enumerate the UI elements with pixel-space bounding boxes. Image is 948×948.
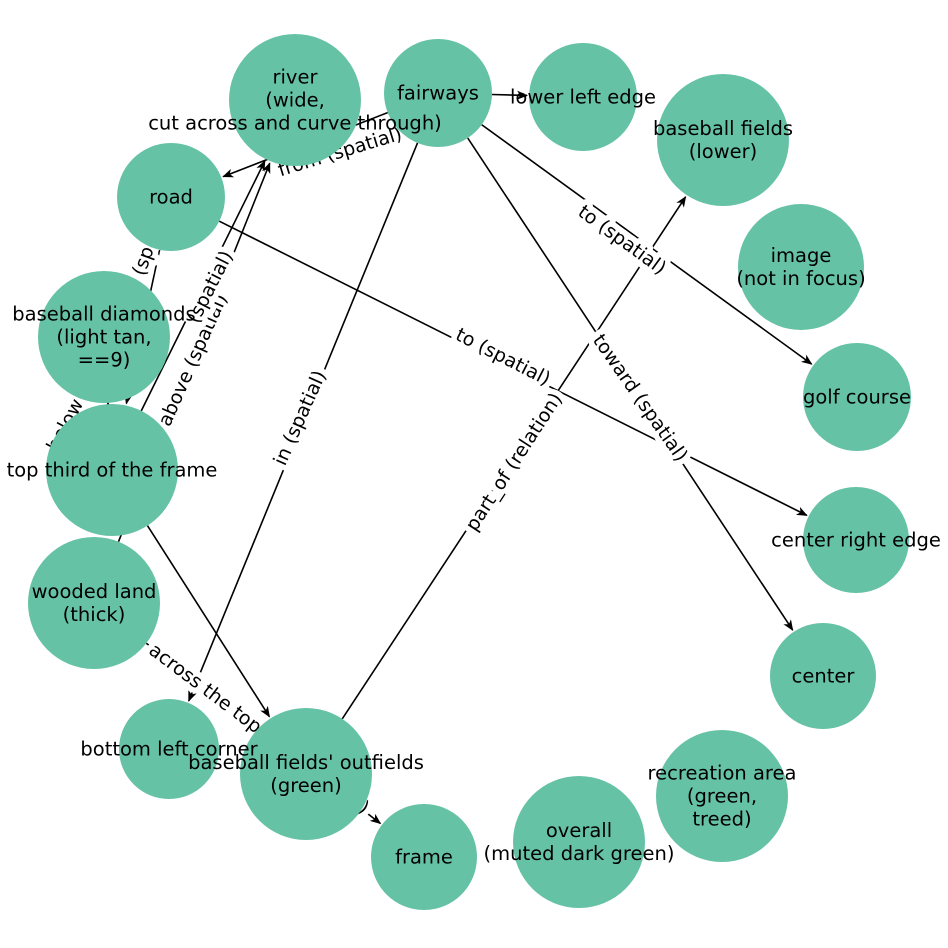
node-label-image: (not in focus) [736, 267, 865, 290]
node-river [229, 34, 361, 166]
node-label-baseball_fields_lower: (lower) [689, 140, 758, 163]
edge-label-outfields-baseball_fields_lower: part_of (relation) [461, 389, 567, 535]
node-label-lower_left_edge: lower left edge [510, 86, 656, 109]
node-center [770, 623, 876, 729]
node-label-baseball_diamonds: (light tan, [56, 326, 151, 349]
node-label-wooded_land: wooded land [32, 580, 157, 603]
node-bottom_left_corner [119, 699, 219, 799]
edge-fairways-center [467, 137, 794, 631]
node-recreation_area [656, 730, 788, 862]
edge-top_third-river [140, 160, 266, 412]
node-label-recreation_area: recreation area [648, 762, 797, 785]
node-lower_left_edge [529, 43, 637, 151]
node-label-baseball_fields_lower: baseball fields [653, 117, 793, 140]
node-golf_course [803, 343, 911, 451]
node-overall [513, 776, 645, 908]
node-frame [371, 804, 477, 910]
node-label-image: image [771, 244, 832, 267]
node-label-river: (wide, [265, 89, 325, 112]
node-label-wooded_land: (thick) [63, 603, 126, 626]
node-label-outfields: baseball fields' outfields [188, 751, 424, 774]
edge-fairways-lower_left_edge [491, 90, 529, 100]
node-label-golf_course: golf course [803, 386, 911, 409]
node-wooded_land [28, 537, 160, 669]
node-label-frame: frame [395, 846, 453, 869]
node-image [738, 204, 864, 330]
node-baseball_fields_lower [657, 74, 789, 206]
node-label-center: center [792, 665, 856, 688]
node-road [117, 143, 225, 251]
node-baseball_diamonds [38, 271, 170, 403]
node-label-overall: (muted dark green) [484, 842, 675, 865]
node-label-bottom_left_corner: bottom left corner [80, 738, 258, 761]
node-label-baseball_diamonds: ==9) [78, 349, 131, 372]
node-label-overall: overall [546, 819, 612, 842]
node-label-outfields: (green) [270, 774, 342, 797]
edge-label-fairways-center: toward (spatial) [588, 330, 692, 465]
edge-label-fairways-golf_course: to (spatial) [574, 201, 670, 279]
node-label-baseball_diamonds: baseball diamonds [12, 303, 195, 326]
edge-fairways-bottom_left_corner [187, 142, 419, 702]
nodes-layer [28, 34, 911, 910]
node-labels-layer: river(wide,cut across and curve through)… [7, 66, 941, 869]
node-top_third [46, 404, 178, 536]
node-label-recreation_area: (green, [687, 785, 757, 808]
edge-label-fairways-bottom_left_corner: in (spatial) [269, 367, 330, 469]
node-label-fairways: fairways [397, 82, 479, 105]
edges-layer [104, 90, 813, 825]
edge-top_third-outfields [146, 525, 271, 718]
node-center_right_edge [803, 487, 909, 593]
node-fairways [384, 39, 492, 147]
node-label-river: river [273, 66, 319, 89]
node-label-top_third: top third of the frame [7, 459, 218, 482]
edge-road-center_right_edge [218, 220, 808, 517]
node-label-recreation_area: treed) [692, 808, 751, 831]
edge-outfields-baseball_fields_lower [341, 195, 687, 720]
node-outfields [240, 708, 372, 840]
node-label-road: road [149, 186, 193, 209]
edge-label-road-center_right_edge: to (spatial) [452, 324, 554, 390]
node-label-center_right_edge: center right edge [771, 529, 941, 552]
node-label-river: cut across and curve through) [148, 112, 442, 135]
edge-fairways-golf_course [481, 124, 813, 365]
